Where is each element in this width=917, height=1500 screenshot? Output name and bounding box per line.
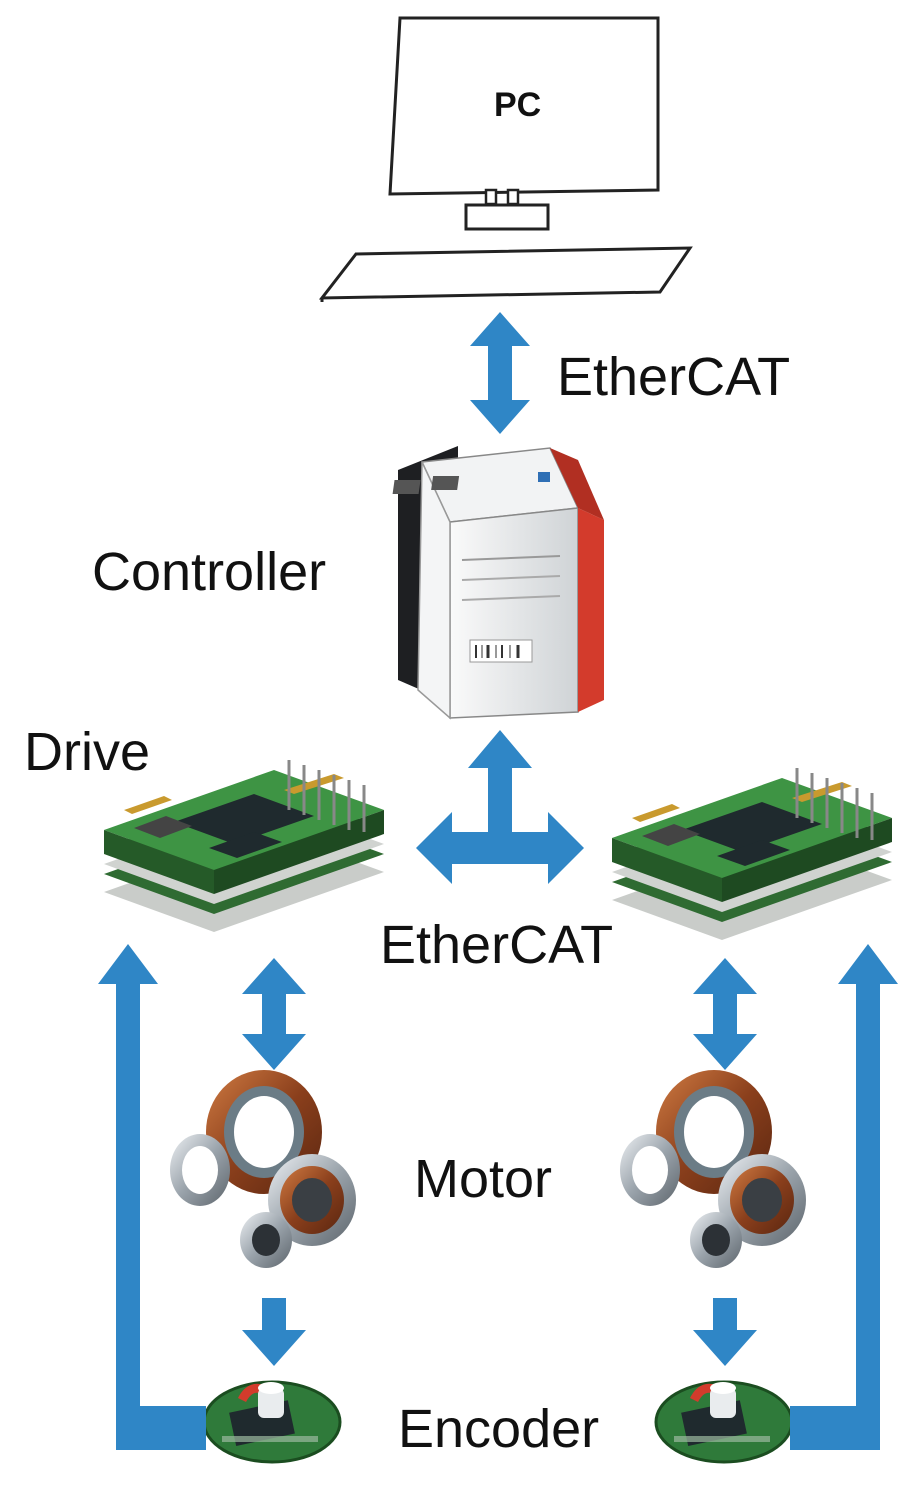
drive-board-icon	[102, 758, 386, 934]
motor-encoder-arrow-left	[242, 1298, 306, 1366]
motor-encoder-arrow-right	[693, 1298, 757, 1366]
controller-label: Controller	[92, 542, 327, 602]
encoder-board-icon	[204, 1382, 340, 1462]
ethercat-arrow-mid	[416, 730, 584, 884]
drive-motor-arrow-right	[693, 958, 757, 1070]
feedback-arrow-right	[790, 944, 898, 1450]
motor-label: Motor	[414, 1149, 553, 1209]
drive-label: Drive	[24, 722, 151, 782]
pc-monitor-icon	[318, 16, 693, 302]
ethercat-top-label: EtherCAT	[557, 347, 791, 407]
ethercat-arrow-top	[470, 312, 530, 434]
encoder-label: Encoder	[398, 1399, 600, 1459]
ethercat-mid-label: EtherCAT	[380, 915, 614, 975]
pc-label: PC	[494, 86, 542, 124]
motor-assembly-icon	[620, 1070, 806, 1268]
drive-motor-arrow-left	[242, 958, 306, 1070]
motor-assembly-icon	[170, 1070, 356, 1268]
encoder-board-icon	[656, 1382, 792, 1462]
feedback-arrow-left	[98, 944, 206, 1450]
controller-box-icon	[392, 446, 604, 720]
drive-board-icon	[610, 766, 894, 942]
